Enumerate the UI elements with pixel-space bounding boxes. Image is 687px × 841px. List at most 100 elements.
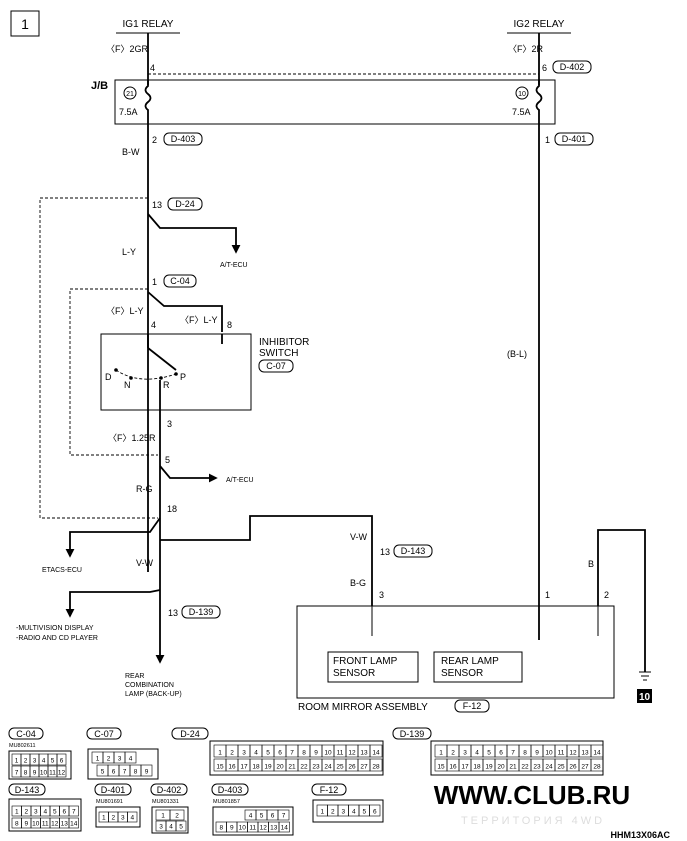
- connector-view-d401: D-401 MU801691: [94, 783, 141, 828]
- multivision-label-2: -RADIO AND CD PLAYER: [16, 635, 98, 642]
- pin-2-mirror: 2: [604, 590, 609, 600]
- f12-view-badge: [311, 783, 347, 796]
- pin-2-left: 2: [152, 135, 157, 145]
- pin-cell-number: 1: [102, 815, 106, 822]
- conn-c07-label: C-07: [266, 361, 286, 371]
- wire-f2gr-label: 〈F〉2GR: [106, 44, 149, 54]
- wire-f2r-label: 〈F〉2R: [508, 44, 544, 54]
- pin-cell-number: 3: [242, 750, 246, 757]
- conn-c04-badge: [163, 274, 197, 288]
- pin-4-inhibitor: 4: [151, 320, 156, 330]
- f12-view-body: [312, 799, 384, 823]
- wire-ly-label: L-Y: [122, 247, 136, 257]
- conn-d24-badge: [167, 197, 203, 211]
- fuse-10-rating: 7.5A: [512, 107, 531, 117]
- d402-view-badge: [150, 783, 188, 796]
- rear-lamp-sensor-label-1: REAR LAMP: [441, 656, 499, 667]
- fuse-21-circle: [123, 86, 137, 100]
- pin-1-c04: 1: [152, 277, 157, 287]
- pin-cell: [169, 809, 185, 821]
- conn-d143-label: D-143: [401, 546, 426, 556]
- pin-cell-number: 5: [362, 809, 366, 816]
- wire-vw-right-label: V-W: [350, 532, 368, 542]
- connector-view-f12: F-12: [311, 783, 384, 823]
- conn-d402-label: D-402: [560, 62, 585, 72]
- conn-f12-label: F-12: [463, 701, 482, 711]
- pin-cell-number: 5: [487, 750, 491, 757]
- conn-d401-badge: [554, 132, 594, 146]
- ig1-relay-label: IG1 RELAY: [123, 19, 174, 30]
- pin-cell-number: 11: [42, 821, 49, 828]
- fuse-21-symbol: [144, 80, 152, 124]
- rear-lamp-label-3: LAMP (BACK-UP): [125, 691, 182, 698]
- pin-cell-number: 3: [118, 756, 122, 763]
- gear-d-label: D: [105, 372, 112, 382]
- pin-cell-number: 4: [42, 758, 46, 765]
- pin-cell-number: 21: [509, 764, 517, 771]
- connector-view-d143: D-143: [8, 783, 82, 832]
- junction-block: [114, 79, 556, 125]
- pin-cell-number: 11: [337, 750, 344, 757]
- pin-cell-number: 5: [179, 824, 183, 831]
- pin-cell-number: 12: [58, 770, 66, 777]
- d139-view-label: D-139: [400, 729, 425, 739]
- wire-fly-right-label: 〈F〉L-Y: [180, 315, 218, 325]
- wire-fly-left-label: 〈F〉L-Y: [106, 306, 144, 316]
- d401-view-badge: [94, 783, 132, 796]
- wire-to-atecu-2: [159, 465, 218, 483]
- pin-cell-number: 24: [324, 764, 332, 771]
- rear-lamp-label-1: REAR: [125, 673, 144, 680]
- d143-view-label: D-143: [15, 785, 40, 795]
- pin-cell-number: 14: [372, 750, 380, 757]
- d24-view-badge: [171, 727, 209, 740]
- watermark-line-2: ТЕРРИТОРИЯ 4WD: [461, 815, 605, 827]
- pin-cell-number: 10: [32, 821, 40, 828]
- pin-3-mirror: 3: [379, 590, 384, 600]
- pin-cell-number: 5: [101, 769, 105, 776]
- pin-cell-number: 6: [373, 809, 377, 816]
- rear-lamp-sensor-box: [433, 651, 523, 683]
- front-lamp-sensor-box: [327, 651, 419, 683]
- pin-cell-number: 6: [60, 758, 64, 765]
- pin-cell: [127, 811, 138, 823]
- pin-cell-number: 7: [290, 750, 294, 757]
- ground-number: 10: [639, 692, 651, 703]
- gear-r-label: R: [163, 380, 170, 390]
- d403-view-badge: [211, 783, 249, 796]
- inhibitor-arc: [115, 369, 177, 380]
- pin-cell-number: 11: [558, 750, 565, 757]
- pin-cell-number: 5: [51, 758, 55, 765]
- wire-to-atecu-1: [147, 213, 241, 254]
- pin-cell-number: 25: [557, 764, 565, 771]
- d402-view-part: MU801331: [152, 799, 179, 805]
- inhibitor-label-1: INHIBITOR: [259, 337, 309, 348]
- gear-n-dot: [129, 376, 133, 380]
- pin-cell-number: 8: [134, 769, 138, 776]
- d24-view-body: [209, 740, 384, 776]
- pin-cell-number: 21: [288, 764, 296, 771]
- multivision-label-1: -MULTIVISION DISPLAY: [16, 625, 94, 632]
- pin-cell-number: 12: [51, 821, 59, 828]
- conn-d402-badge: [552, 60, 592, 74]
- c07-view-badge: [86, 727, 122, 740]
- wire-bw-label: B-W: [122, 147, 140, 157]
- pin-cell-number: 19: [485, 764, 493, 771]
- pin-cell-number: 3: [341, 809, 345, 816]
- conn-f12-badge: [454, 699, 490, 713]
- pin-cell-number: 18: [473, 764, 481, 771]
- conn-d139-badge: [181, 605, 221, 619]
- pin-cell-number: 3: [121, 815, 125, 822]
- pin-cell-number: 18: [252, 764, 260, 771]
- pin-cell-number: 6: [278, 750, 282, 757]
- pin-cell: [140, 764, 153, 777]
- gear-p-dot: [174, 372, 178, 376]
- pin-cell-number: 23: [533, 764, 541, 771]
- pin-cell-number: 5: [266, 750, 270, 757]
- d401-view-part: MU801691: [96, 799, 123, 805]
- pin-cell-number: 2: [175, 813, 179, 820]
- wire-rg-label: R-G: [136, 484, 153, 494]
- pin-5: 5: [165, 455, 170, 465]
- pin-cell-number: 4: [130, 815, 134, 822]
- pin-cell-number: 25: [336, 764, 344, 771]
- pin-cell-number: 4: [249, 813, 253, 820]
